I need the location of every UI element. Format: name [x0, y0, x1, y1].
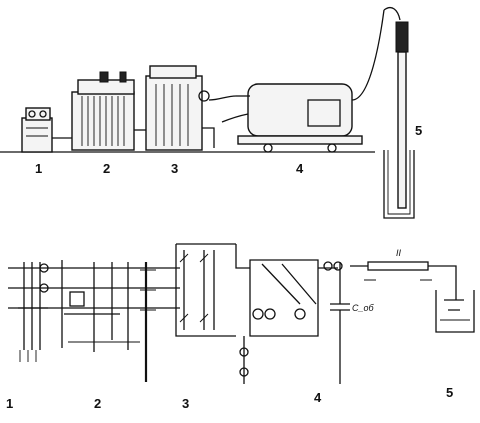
downhole-probe — [383, 6, 415, 219]
compressor-unit — [221, 9, 385, 153]
capacitor-label: C_об — [352, 303, 375, 313]
top-label-1: 1 — [35, 161, 42, 176]
transformer-schematic — [61, 260, 156, 382]
bottom-label-5: 5 — [446, 385, 453, 400]
bottom-label-3: 3 — [182, 396, 189, 411]
top-label-2: 2 — [103, 161, 110, 176]
load-schematic: II — [364, 248, 475, 333]
inverter-schematic: C_об — [239, 259, 375, 384]
top-label-5: 5 — [415, 123, 422, 138]
bottom-label-1: 1 — [6, 396, 13, 411]
line-label: II — [396, 248, 402, 258]
top-label-3: 3 — [171, 161, 178, 176]
top-label-4: 4 — [296, 161, 304, 176]
switchgear — [18, 262, 49, 362]
converter-schematic — [175, 243, 250, 337]
converter-cabinet — [145, 65, 237, 151]
bottom-label-4: 4 — [314, 390, 322, 405]
transformer — [71, 71, 146, 151]
equipment-drawing: 1 2 3 4 5 — [0, 6, 422, 219]
bottom-label-2: 2 — [94, 396, 101, 411]
control-console — [21, 107, 72, 153]
circuit-schematic: C_об II 1 2 3 4 5 — [6, 243, 475, 411]
capacitor-symbol — [330, 262, 350, 384]
